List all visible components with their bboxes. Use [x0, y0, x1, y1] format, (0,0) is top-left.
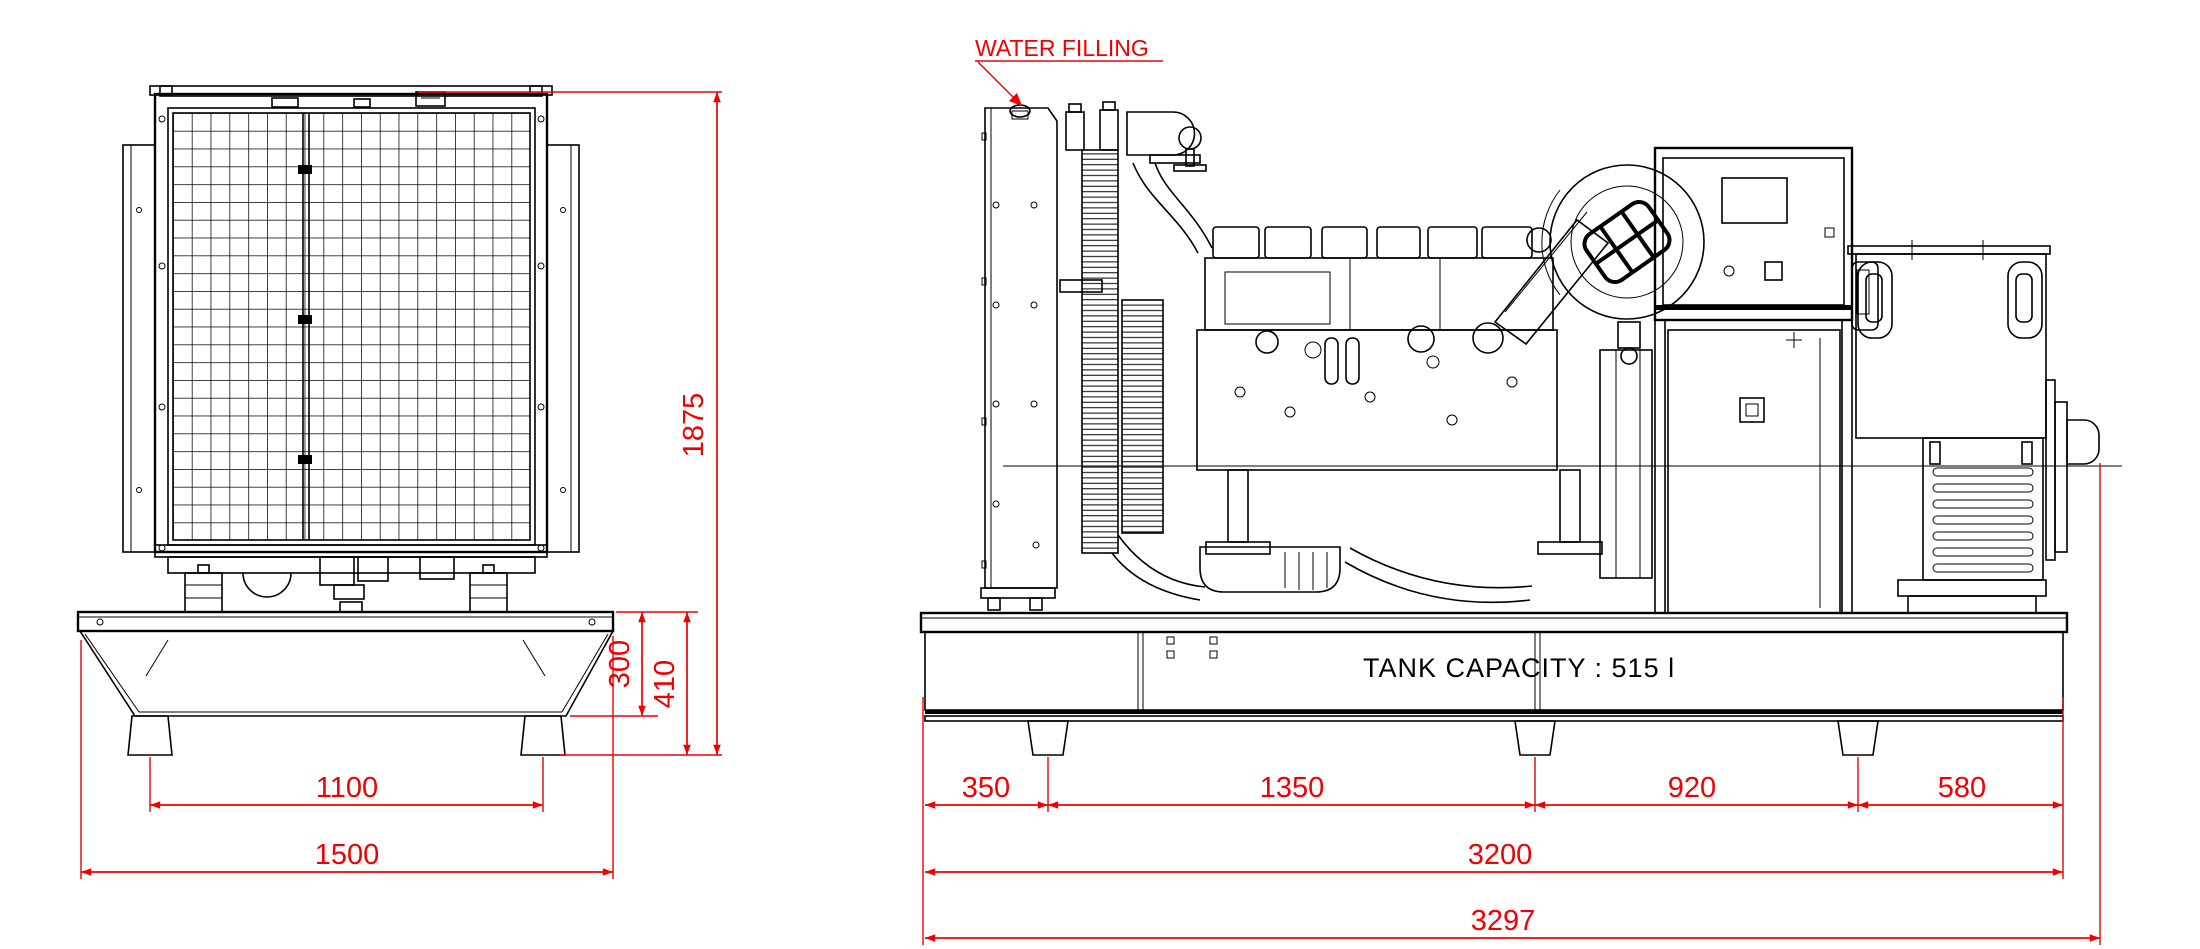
dim-feet-spacing: 1100: [316, 772, 378, 804]
radiator-filler-cap: [1009, 104, 1031, 120]
lifting-lug-left: [1857, 261, 1893, 339]
air-duct: [1493, 218, 1610, 346]
front-pipe-bend: [242, 572, 292, 598]
side-foot-1: [1027, 720, 1069, 756]
dim-350: 350: [962, 772, 1010, 804]
engine: [1111, 126, 1653, 604]
dim-1350: 1350: [1260, 772, 1325, 804]
leader-arrowhead: [1009, 93, 1022, 106]
alternator: [1847, 240, 2100, 614]
emergency-stop: [1764, 261, 1783, 281]
expansion-tank: [1126, 111, 1213, 254]
vibration-damper-right: [469, 564, 508, 613]
dim-920: 920: [1668, 772, 1716, 804]
dim-tank-height: 300: [604, 640, 636, 688]
front-view: 1875 300 410 1100 1500: [76, 85, 722, 879]
side-view: TANK CAPACITY : 515 l WATER FILLING 350: [919, 35, 2122, 945]
side-radiator: [980, 101, 1164, 611]
radiator-core-fins-2: [1121, 299, 1164, 534]
side-foot-3: [1837, 720, 1879, 756]
control-cabinet: [1653, 146, 1854, 614]
water-filling-label: WATER FILLING: [975, 35, 1149, 61]
dim-580: 580: [1938, 772, 1986, 804]
oil-pan: [1199, 546, 1341, 593]
side-skid: TANK CAPACITY : 515 l: [919, 611, 2069, 756]
front-left-side-panel: [122, 144, 156, 553]
frame-bolts: [158, 115, 545, 552]
front-foot-right: [520, 715, 566, 756]
dim-overall-height: 1875: [678, 393, 710, 458]
valve-covers: [1212, 226, 1533, 259]
front-dimensions: 1875 300 410 1100 1500: [80, 91, 722, 879]
control-display: [1721, 177, 1788, 224]
front-foot-left: [127, 715, 173, 756]
side-dimensions: 350 1350 920 580 3200 3297: [922, 463, 2101, 945]
dim-3200: 3200: [1468, 839, 1533, 871]
rear-lifting-eye: [1526, 227, 1552, 253]
skid-holes: [1166, 636, 1218, 659]
radiator-bolts: [981, 132, 1040, 569]
oil-filter: [1324, 337, 1339, 385]
fan-intake-grid: [1582, 199, 1672, 285]
tank-filler-cap: [339, 601, 363, 613]
lifting-lug-right: [2007, 261, 2043, 339]
oil-filter-2: [1345, 337, 1360, 385]
water-filling-callout: WATER FILLING: [975, 35, 1163, 106]
dim-base-height: 410: [649, 660, 681, 708]
tank-capacity-label: TANK CAPACITY : 515 l: [1363, 653, 1675, 683]
vibration-damper-left: [184, 564, 223, 613]
radiator-core-fins: [1081, 149, 1119, 554]
front-skid-tank: [76, 601, 615, 756]
cabinet-center-mark: [1786, 332, 1802, 348]
front-right-side-panel: [546, 144, 580, 553]
side-foot-2: [1514, 720, 1556, 756]
front-grille-mesh: [172, 112, 531, 541]
dim-3297: 3297: [1471, 905, 1536, 937]
alternator-louvres: [1922, 437, 2044, 581]
dim-overall-width: 1500: [315, 839, 380, 871]
alternator-rear-housing: [2045, 379, 2100, 561]
fan-housing: [1541, 164, 1705, 365]
